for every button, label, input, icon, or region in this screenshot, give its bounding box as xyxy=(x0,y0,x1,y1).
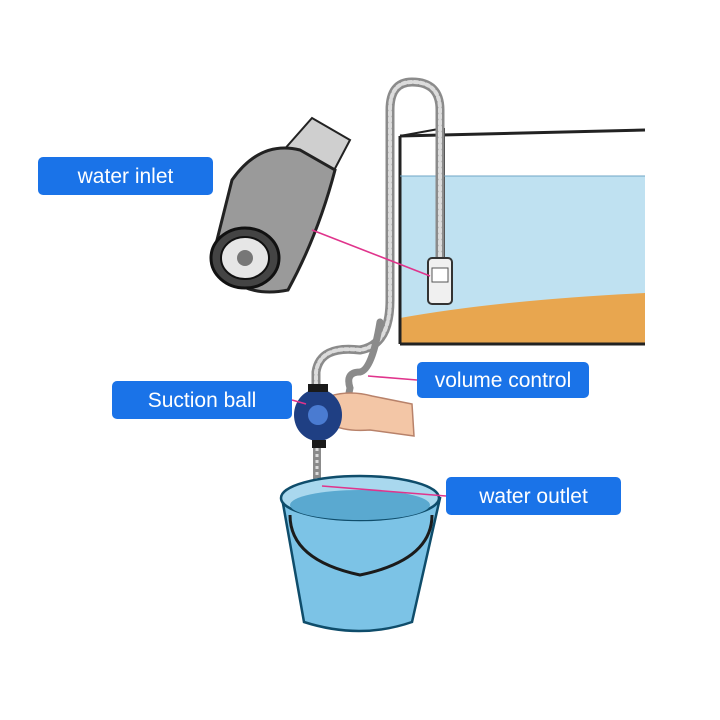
leader-water-outlet xyxy=(321,485,447,497)
leader-suction-ball xyxy=(291,399,307,405)
tank-gravel xyxy=(400,293,645,344)
bucket xyxy=(279,474,442,633)
leader-water-inlet xyxy=(311,229,431,277)
water-inlet-label: water inlet xyxy=(38,157,213,195)
leader-lines xyxy=(291,229,447,497)
suction-bulb xyxy=(294,384,342,448)
inlet-tube xyxy=(427,257,453,305)
suction-ball-label: Suction ball xyxy=(112,381,292,419)
leader-volume-control xyxy=(367,375,418,381)
hand xyxy=(329,392,415,437)
volume-control-label: volume control xyxy=(417,362,589,398)
siphon-hose xyxy=(311,77,445,402)
water-outlet-label: water outlet xyxy=(446,477,621,515)
inlet-magnified xyxy=(209,116,352,294)
